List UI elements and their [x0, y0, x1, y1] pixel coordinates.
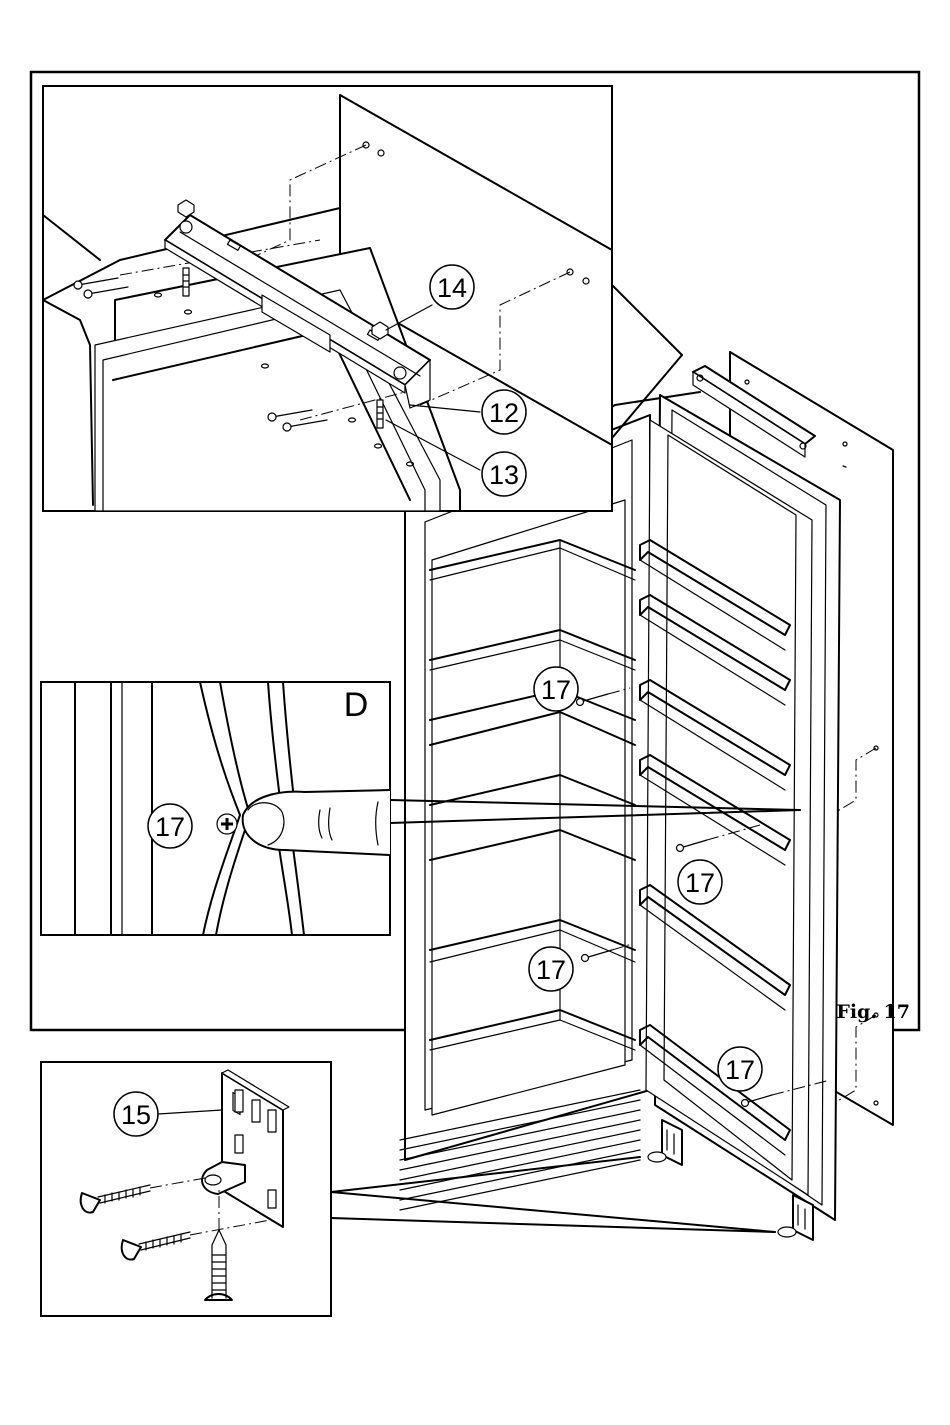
callout-15-label: 15: [121, 1100, 151, 1130]
callout-12-label: 12: [489, 398, 519, 428]
callout-17-b-label: 17: [685, 868, 715, 898]
callout-17-a-label: 17: [541, 675, 571, 705]
callout-12: 12: [482, 390, 526, 434]
callout-17-panel-label: 17: [155, 812, 185, 842]
callout-17-b: 17: [678, 860, 722, 904]
callout-13-label: 13: [489, 460, 519, 490]
callout-17-c: 17: [529, 947, 573, 991]
callout-14: 14: [430, 265, 474, 309]
callout-14-label: 14: [437, 273, 467, 303]
callout-17-panel: 17: [148, 804, 192, 848]
callout-17-c-label: 17: [536, 955, 566, 985]
figure-label: Fig. 17: [836, 1001, 910, 1023]
callout-17-a: 17: [534, 667, 578, 711]
top-detail-inset: [43, 86, 612, 511]
bracket-detail-inset: [41, 1062, 331, 1316]
callout-13: 13: [482, 452, 526, 496]
detail-d-letter: D: [344, 686, 369, 724]
detail-d-inset: [41, 682, 390, 935]
callout-15: 15: [114, 1092, 158, 1136]
callout-17-d-label: 17: [725, 1055, 755, 1085]
callout-17-d: 17: [718, 1047, 762, 1091]
